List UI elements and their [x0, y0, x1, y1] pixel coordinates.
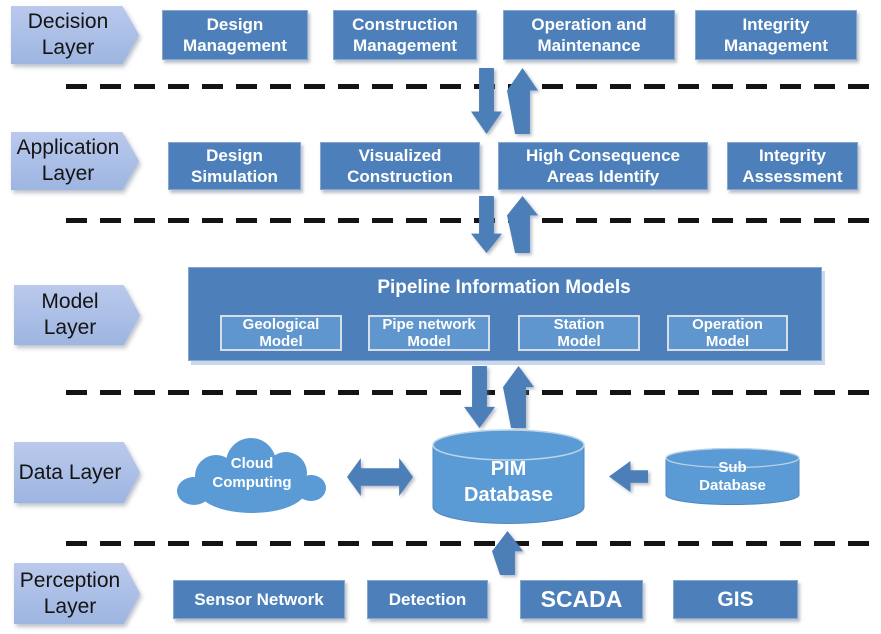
perception-layer-label: Perception Layer: [14, 563, 140, 624]
pim-database-cylinder: [432, 429, 585, 524]
cloud-computing-label: Cloud Computing: [212, 455, 292, 491]
sub-database-label: Sub Database: [699, 459, 766, 494]
decision-layer-tag: Decision Layer: [11, 6, 139, 64]
up-arrow-model-to-application: [507, 196, 538, 253]
sub-database-cylinder: [665, 447, 800, 505]
up-arrow-data-to-model: [503, 366, 534, 428]
down-arrow-decision-to-application: [471, 68, 502, 134]
data-layer-label: Data Layer: [14, 442, 140, 503]
divider-application-model: [66, 218, 881, 223]
divider-decision-application: [66, 84, 881, 89]
double-arrow-cloud-pim: [347, 458, 413, 496]
model-layer-tag: Model Layer: [14, 285, 140, 345]
application-layer-label: Application Layer: [11, 132, 139, 190]
up-arrow-application-to-decision: [507, 68, 538, 134]
divider-data-perception: [66, 541, 881, 546]
left-arrow-subdb-to-pim: [609, 461, 648, 492]
pim-database-label: PIM Database: [464, 458, 553, 506]
application-layer-tag: Application Layer: [11, 132, 139, 190]
box-gis: GIS: [673, 580, 798, 619]
box-operation-and-maintenance: Operation and Maintenance: [503, 10, 675, 60]
up-arrow-perception-to-data: [492, 531, 523, 575]
down-arrow-application-to-model: [471, 196, 502, 253]
pipeline-information-models-title: Pipeline Information Models: [377, 277, 631, 298]
decision-layer-label: Decision Layer: [11, 6, 139, 64]
box-design-management: Design Management: [162, 10, 308, 60]
box-design-simulation: Design Simulation: [168, 142, 301, 190]
box-pipe-network-model: Pipe network Model: [368, 315, 490, 351]
box-integrity-assessment: Integrity Assessment: [727, 142, 858, 190]
model-layer-label: Model Layer: [14, 285, 140, 345]
box-operation-model: Operation Model: [667, 315, 788, 351]
box-sensor-network: Sensor Network: [173, 580, 345, 619]
box-station-model: Station Model: [518, 315, 640, 351]
box-visualized-construction: Visualized Construction: [320, 142, 480, 190]
cloud-icon: [177, 438, 326, 513]
data-layer-tag: Data Layer: [14, 442, 140, 503]
box-construction-management: Construction Management: [333, 10, 477, 60]
down-arrow-model-to-data: [464, 366, 495, 428]
box-high-consequence-areas-identify: High Consequence Areas Identify: [498, 142, 708, 190]
box-detection: Detection: [367, 580, 488, 619]
box-integrity-management: Integrity Management: [695, 10, 857, 60]
box-geological-model: Geological Model: [220, 315, 342, 351]
perception-layer-tag: Perception Layer: [14, 563, 140, 624]
box-scada: SCADA: [520, 580, 643, 619]
